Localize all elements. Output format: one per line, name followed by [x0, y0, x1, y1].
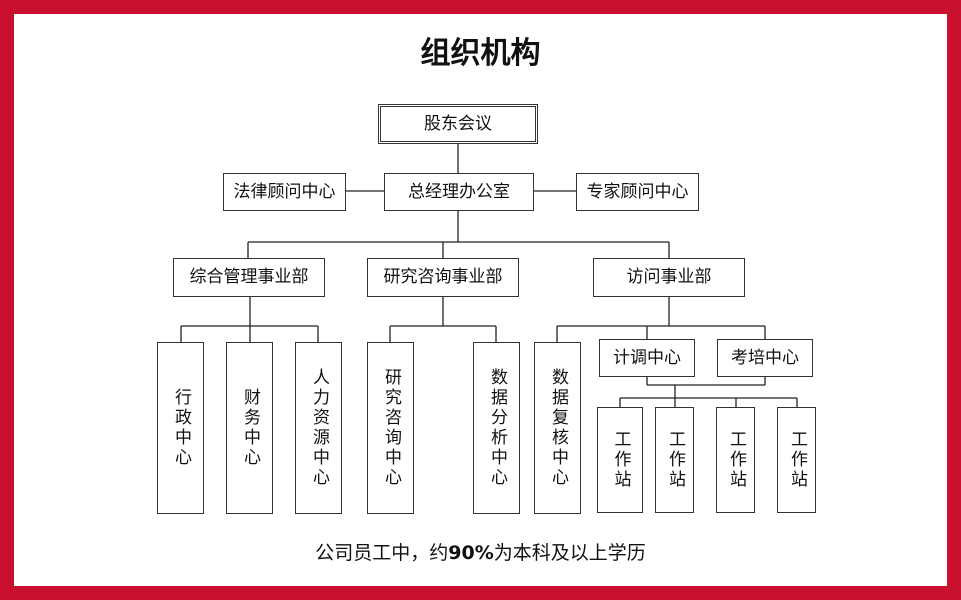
node-mgmt-division: 综合管理事业部: [173, 258, 325, 297]
node-training-center: 考培中心: [717, 339, 813, 377]
node-finance-center: 财务中心: [226, 342, 273, 514]
node-label: 财务中心: [240, 388, 260, 468]
node-visit-division: 访问事业部: [593, 258, 745, 297]
node-label: 数据分析中心: [487, 368, 507, 488]
node-label: 访问事业部: [626, 267, 712, 287]
node-label: 综合管理事业部: [189, 267, 309, 287]
footer-highlight: 90%: [448, 542, 494, 564]
node-label: 考培中心: [731, 347, 799, 368]
node-label: 法律顾问中心: [233, 181, 336, 202]
node-work-station-3: 工作站: [716, 407, 755, 513]
node-work-station-1: 工作站: [597, 407, 643, 513]
node-expert-advisory-center: 专家顾问中心: [576, 173, 699, 211]
node-label: 计调中心: [613, 347, 681, 368]
node-label: 总经理办公室: [408, 181, 510, 202]
node-data-analysis-center: 数据分析中心: [473, 342, 520, 514]
node-label: 工作站: [726, 430, 746, 490]
node-label: 工作站: [787, 430, 807, 490]
node-label: 研究咨询事业部: [383, 267, 503, 287]
node-label: 工作站: [665, 430, 685, 490]
node-label: 工作站: [610, 430, 631, 490]
node-label: 专家顾问中心: [586, 181, 689, 202]
node-work-station-2: 工作站: [655, 407, 694, 513]
node-label: 行政中心: [171, 388, 191, 468]
node-shareholders: 股东会议: [378, 104, 538, 144]
footer-suffix: 为本科及以上学历: [493, 542, 646, 564]
node-admin-center: 行政中心: [157, 342, 204, 514]
node-label: 数据复核中心: [548, 368, 568, 488]
footer-note: 公司员工中，约90%为本科及以上学历: [0, 538, 961, 565]
node-work-station-4: 工作站: [777, 407, 816, 513]
node-data-review-center: 数据复核中心: [534, 342, 581, 514]
node-label: 人力资源中心: [309, 368, 329, 488]
node-coordination-center: 计调中心: [599, 339, 695, 377]
footer-prefix: 公司员工中，约: [315, 542, 449, 564]
node-legal-advisory-center: 法律顾问中心: [223, 173, 346, 211]
page-title: 组织机构: [420, 36, 541, 71]
node-label: 股东会议: [424, 113, 492, 134]
node-gm-office: 总经理办公室: [384, 173, 534, 211]
node-research-division: 研究咨询事业部: [367, 258, 519, 297]
node-hr-center: 人力资源中心: [295, 342, 342, 514]
node-label: 研究咨询中心: [381, 368, 401, 488]
node-research-center: 研究咨询中心: [367, 342, 414, 514]
